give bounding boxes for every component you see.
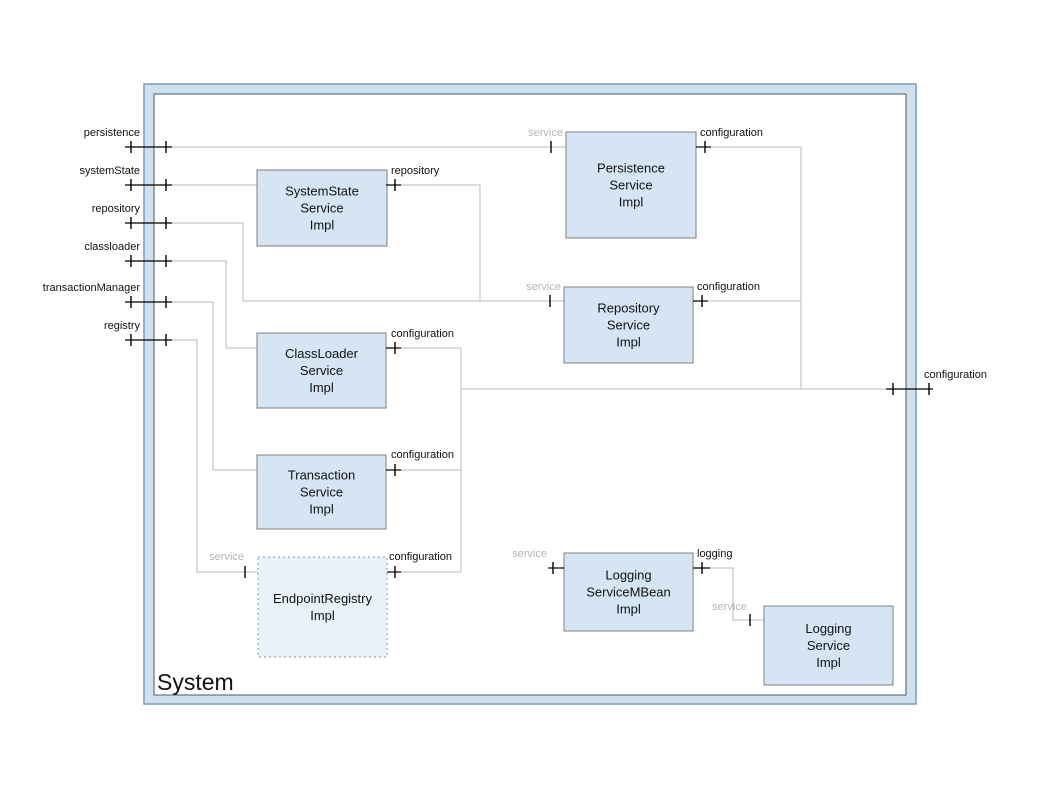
wire-logging-to-loggingservice[interactable]	[710, 567, 764, 621]
component-label-line: Logging	[605, 568, 651, 583]
component-box[interactable]	[563, 286, 694, 364]
component-label-line: Impl	[309, 380, 334, 395]
label-system-registry: registry	[104, 320, 141, 332]
label-repository-service: service	[526, 281, 561, 293]
label-system-configuration: configuration	[924, 369, 987, 381]
port-transaction-configuration[interactable]	[386, 464, 401, 476]
component-label-line: Service	[807, 638, 850, 653]
port-system-systemstate[interactable]	[125, 179, 172, 191]
port-loggingmbean-service[interactable]	[548, 562, 564, 574]
port-endpointregistry-configuration[interactable]	[387, 566, 401, 578]
label-system-transactionmanager: transactionManager	[43, 282, 141, 294]
component-label-line: Impl	[310, 608, 335, 623]
label-repository-configuration: configuration	[697, 281, 760, 293]
component-label-line: ClassLoader	[285, 346, 359, 361]
component-label-line: Service	[300, 485, 343, 500]
component-label-line: Impl	[310, 218, 335, 233]
label-system-systemstate: systemState	[79, 165, 140, 177]
port-systemstate-repository[interactable]	[386, 179, 401, 191]
component-label-line: Service	[300, 201, 343, 216]
label-persistence-configuration: configuration	[700, 127, 763, 139]
port-system-transactionmanager[interactable]	[125, 296, 172, 308]
component-label-line: Impl	[816, 655, 841, 670]
component-label-line: Transaction	[288, 468, 355, 483]
port-system-configuration[interactable]	[886, 383, 933, 395]
wire-systemstate-repository-ref[interactable]	[401, 184, 481, 301]
component-label-line: ServiceMBean	[586, 585, 671, 600]
label-system-persistence: persistence	[84, 127, 140, 139]
component-label-line: Repository	[597, 301, 660, 316]
component-label-line: Logging	[805, 621, 851, 636]
component-label-line: SystemState	[285, 184, 359, 199]
component-label-line: Persistence	[597, 161, 665, 176]
component-box[interactable]	[256, 454, 387, 530]
port-system-classloader[interactable]	[125, 255, 172, 267]
component-box[interactable]	[763, 605, 894, 686]
port-loggingmbean-logging[interactable]	[693, 562, 710, 574]
port-system-repository[interactable]	[125, 217, 172, 229]
label-system-classloader: classloader	[84, 241, 140, 253]
component-label-line: Impl	[616, 335, 641, 350]
wire-registry-to-endpointregistry[interactable]	[172, 339, 258, 573]
component-box[interactable]	[565, 131, 697, 239]
label-loggingservice-service: service	[712, 601, 747, 613]
port-classloader-configuration[interactable]	[386, 342, 401, 354]
component-label-line: Service	[607, 318, 650, 333]
component-label-line: EndpointRegistry	[273, 591, 372, 606]
label-endpointregistry-configuration: configuration	[389, 551, 452, 563]
component-label-line: Service	[300, 363, 343, 378]
wire-transactionmanager-to-transaction-impl[interactable]	[172, 301, 257, 471]
label-loggingmbean-logging: logging	[697, 548, 732, 560]
port-system-persistence[interactable]	[125, 141, 172, 153]
label-persistence-service: service	[528, 127, 563, 139]
component-label-line: Impl	[616, 602, 641, 617]
wire-classloader-to-classloader-impl[interactable]	[172, 260, 257, 349]
component-box[interactable]	[256, 332, 387, 409]
port-system-registry[interactable]	[125, 334, 172, 346]
wire-persistence-configuration[interactable]	[711, 146, 802, 389]
port-persistence-configuration[interactable]	[696, 141, 711, 153]
component-box[interactable]	[257, 556, 388, 658]
component-label-line: Impl	[619, 195, 644, 210]
component-box[interactable]	[256, 169, 388, 247]
component-label-line: Impl	[309, 502, 334, 517]
label-system-repository: repository	[92, 203, 141, 215]
component-label-line: Service	[609, 178, 652, 193]
wire-repository-to-repository-service[interactable]	[172, 222, 564, 302]
port-repository-configuration[interactable]	[693, 295, 708, 307]
label-classloader-configuration: configuration	[391, 328, 454, 340]
label-systemstate-repository: repository	[391, 165, 440, 177]
system-title: System	[157, 669, 234, 695]
component-box[interactable]	[563, 552, 694, 632]
label-endpointregistry-service: service	[209, 551, 244, 563]
label-transaction-configuration: configuration	[391, 449, 454, 461]
label-loggingmbean-service: service	[512, 548, 547, 560]
